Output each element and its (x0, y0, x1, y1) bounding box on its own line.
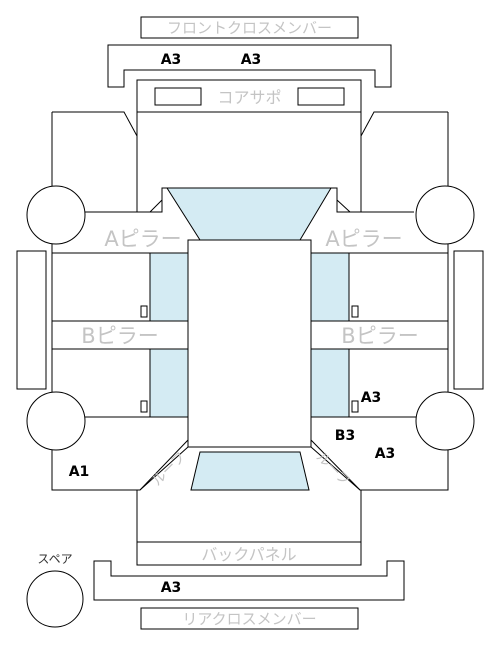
rear-door-glass-left (149, 348, 189, 418)
rear-door-glass-right (310, 348, 350, 418)
spare-label: スペア (37, 552, 72, 566)
spare-tire (26, 570, 84, 628)
door-handle-front-left (140, 305, 148, 318)
roof-right-label: ルーフ (313, 449, 353, 489)
rear-cross-member (93, 560, 405, 601)
rear-cross-member-box (140, 607, 359, 630)
wheel-front-right (415, 185, 475, 245)
code-left-quarter: A1 (69, 464, 90, 480)
body-outline (51, 212, 449, 491)
rear-cross-member-code: A3 (161, 580, 182, 596)
headlight-right (297, 87, 345, 106)
c-pillar-lines (139, 446, 361, 491)
headlight-left (154, 87, 202, 106)
door-handle-front-right (351, 305, 359, 318)
front-door-glass-right (310, 252, 350, 322)
code-rear-pillar: A3 (361, 390, 382, 406)
door-handle-rear-left (140, 400, 148, 413)
front-cross-member-box (140, 16, 359, 39)
wheel-rear-left (26, 391, 86, 451)
rear-cross-member-label: リアクロスメンバー (182, 610, 316, 628)
b-pillar-left (51, 320, 189, 350)
windshield (166, 187, 332, 241)
core-support-label: コアサポ (217, 88, 281, 107)
a-pillar-right-label: Aピラー (325, 227, 402, 251)
door-handle-rear-right (351, 400, 359, 413)
back-panel-label: バックパネル (201, 545, 296, 564)
front-door-glass-left (149, 252, 189, 322)
side-sill-left (16, 250, 47, 390)
front-cross-member-label: フロントクロスメンバー (167, 19, 332, 37)
b-pillar-right (310, 320, 449, 350)
b-pillar-right-label: Bピラー (341, 324, 418, 348)
a-pillar-left-label: Aピラー (104, 227, 181, 251)
roof-cabin (187, 239, 312, 448)
a-pillar-lines (85, 199, 414, 213)
code-rear-quarter: A3 (375, 446, 396, 462)
wheel-front-left (26, 185, 86, 245)
front-fender-right (360, 111, 449, 192)
front-cross-member-right-code: A3 (241, 52, 262, 68)
wheel-rear-right (415, 391, 475, 451)
front-fender-left (51, 111, 138, 192)
front-cross-member-left-code: A3 (161, 52, 182, 68)
b-pillar-left-label: Bピラー (81, 324, 158, 348)
rear-glass (190, 451, 310, 491)
side-sill-right (453, 250, 484, 390)
roof-left-label: ルーフ (149, 449, 189, 489)
front-cross-member (107, 44, 392, 88)
back-panel (136, 541, 362, 566)
code-b3: B3 (335, 428, 355, 444)
